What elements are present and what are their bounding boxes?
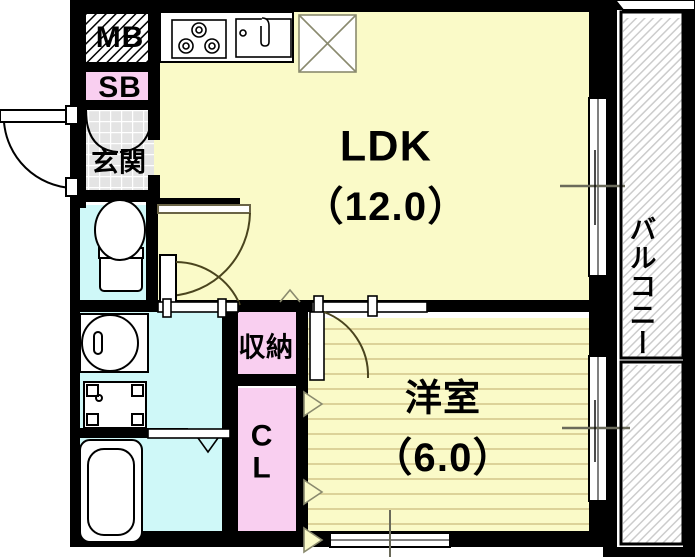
- ldk-balcony-sliding-window: [560, 97, 625, 277]
- sb-fill: [86, 70, 154, 105]
- toilet: [94, 199, 146, 292]
- label-shuno: 収納: [238, 332, 294, 363]
- cl-fill: [232, 388, 302, 543]
- label-yoshitsu: 洋室: [404, 377, 482, 419]
- genkan-floor: [82, 108, 154, 193]
- wash-basin: [79, 313, 149, 373]
- kitchen-sink: [235, 17, 292, 58]
- label-ldk-area: （12.0）: [303, 185, 469, 229]
- gas-stove-3burner: [171, 19, 227, 59]
- bathroom-door: [147, 428, 231, 454]
- balcony-outer-edge: [613, 0, 695, 11]
- room-balcony-sliding-window: [562, 355, 630, 502]
- label-ldk: LDK: [339, 122, 433, 171]
- label-balcony: バルコニー: [625, 215, 656, 359]
- genkan-closet-doors: [85, 109, 153, 153]
- yoshitsu-floor: [308, 318, 610, 543]
- label-sb: SB: [98, 71, 142, 104]
- mb-fill: [86, 12, 154, 64]
- label-yoshitsu-area: （6.0）: [372, 436, 514, 480]
- label-genkan: 玄関: [91, 147, 147, 178]
- shuno-fill: [232, 312, 302, 380]
- balcony-floor-lower: [623, 365, 683, 543]
- shuno-door: [279, 288, 301, 303]
- kitchen-counter: [159, 11, 294, 63]
- bathtub: [79, 439, 143, 543]
- balcony-frame: [619, 10, 685, 546]
- entrance-door: [0, 105, 79, 197]
- washing-machine-space: [83, 381, 147, 429]
- label-mb: MB: [95, 21, 145, 54]
- refrigerator-space: [298, 14, 357, 73]
- balcony-floor: [623, 18, 683, 358]
- ldk-to-room-door: [309, 295, 428, 381]
- walls: [70, 0, 695, 557]
- room-south-window: [329, 510, 451, 557]
- ldk-hall-door: [157, 298, 239, 318]
- closet-doors: [303, 390, 324, 554]
